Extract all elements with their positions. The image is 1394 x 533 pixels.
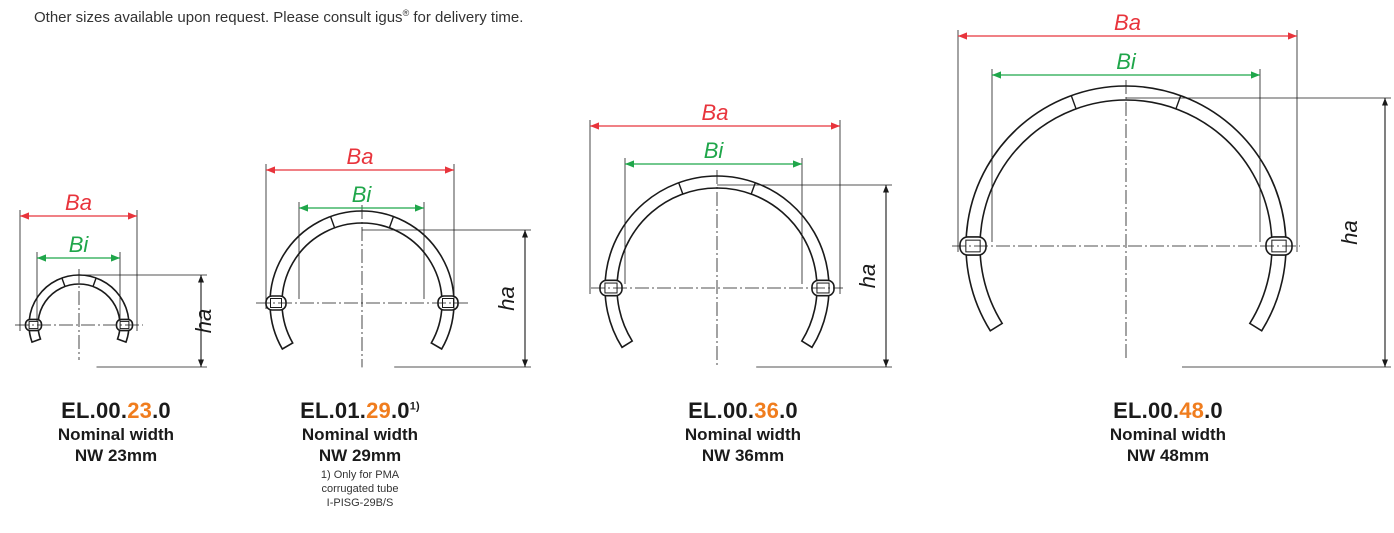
part-number-size: 48 bbox=[1179, 398, 1205, 423]
ha-label: ha bbox=[191, 309, 216, 333]
caption-el-00-48: EL.00.48.0 Nominal width NW 48mm bbox=[1058, 398, 1278, 466]
part-number-size: 36 bbox=[754, 398, 780, 423]
part-number: EL.01.29.01) bbox=[250, 398, 470, 424]
availability-note: Other sizes available upon request. Plea… bbox=[34, 8, 523, 26]
footnote: 1) Only for PMA corrugated tube I-PISG-2… bbox=[250, 468, 470, 510]
ha-label: ha bbox=[494, 286, 519, 310]
footnote-line: corrugated tube bbox=[321, 483, 399, 495]
bi-label: Bi bbox=[1116, 49, 1137, 74]
footnote-line: 1) Only for PMA bbox=[320, 469, 400, 481]
part-number-size: 29 bbox=[366, 398, 391, 423]
nominal-width-value: NW 36mm bbox=[701, 446, 785, 465]
ba-label: Ba bbox=[65, 190, 92, 215]
segment-line bbox=[388, 216, 395, 229]
registered-mark: ® bbox=[402, 8, 410, 18]
nominal-width-value: NW 29mm bbox=[318, 446, 402, 465]
footnote-line: I-PISG-29B/S bbox=[326, 497, 394, 509]
nominal-width-label: Nominal width bbox=[684, 425, 802, 444]
part-number-size: 23 bbox=[127, 398, 153, 423]
segment-line bbox=[1070, 95, 1077, 110]
segment-line bbox=[329, 216, 336, 229]
caption-el-00-36: EL.00.36.0 Nominal width NW 36mm bbox=[633, 398, 853, 466]
segment-line bbox=[678, 182, 684, 195]
part-number-suffix: .0 bbox=[390, 398, 410, 423]
part-number: EL.00.48.0 bbox=[1058, 398, 1278, 424]
clip-body bbox=[28, 274, 130, 344]
clip-body bbox=[269, 210, 455, 351]
part-number-suffix: .0 bbox=[152, 398, 171, 423]
nominal-width-label: Nominal width bbox=[1109, 425, 1227, 444]
part-number: EL.00.36.0 bbox=[633, 398, 853, 424]
ha-label: ha bbox=[855, 264, 880, 288]
nominal-width-value: NW 23mm bbox=[74, 446, 158, 465]
part-number-suffix: .0 bbox=[1204, 398, 1223, 423]
caption-el-00-23: EL.00.23.0 Nominal width NW 23mm bbox=[6, 398, 226, 466]
part-number-prefix: EL.01. bbox=[300, 398, 367, 423]
caption-el-01-29: EL.01.29.01) Nominal width NW 29mm 1) On… bbox=[250, 398, 470, 510]
segment-line bbox=[61, 277, 66, 287]
ba-label: Ba bbox=[1114, 10, 1141, 35]
part-number-prefix: EL.00. bbox=[61, 398, 128, 423]
bi-label: Bi bbox=[352, 182, 373, 207]
clip-body bbox=[965, 85, 1287, 332]
ba-label: Ba bbox=[347, 144, 374, 169]
note-text: Other sizes available upon request. Plea… bbox=[34, 9, 403, 26]
part-number: EL.00.23.0 bbox=[6, 398, 226, 424]
part-number-prefix: EL.00. bbox=[1113, 398, 1180, 423]
segment-line bbox=[92, 277, 97, 287]
bi-label: Bi bbox=[704, 138, 725, 163]
footnote-ref: 1) bbox=[409, 400, 420, 413]
part-number-prefix: EL.00. bbox=[688, 398, 755, 423]
note-text-end: for delivery time. bbox=[409, 9, 524, 26]
ha-label: ha bbox=[1337, 220, 1362, 244]
nominal-width-label: Nominal width bbox=[301, 425, 419, 444]
clip-body bbox=[604, 175, 830, 349]
nominal-width-value: NW 48mm bbox=[1126, 446, 1210, 465]
part-number-suffix: .0 bbox=[779, 398, 798, 423]
nominal-width-label: Nominal width bbox=[57, 425, 175, 444]
ba-label: Ba bbox=[702, 100, 729, 125]
bi-label: Bi bbox=[69, 232, 90, 257]
